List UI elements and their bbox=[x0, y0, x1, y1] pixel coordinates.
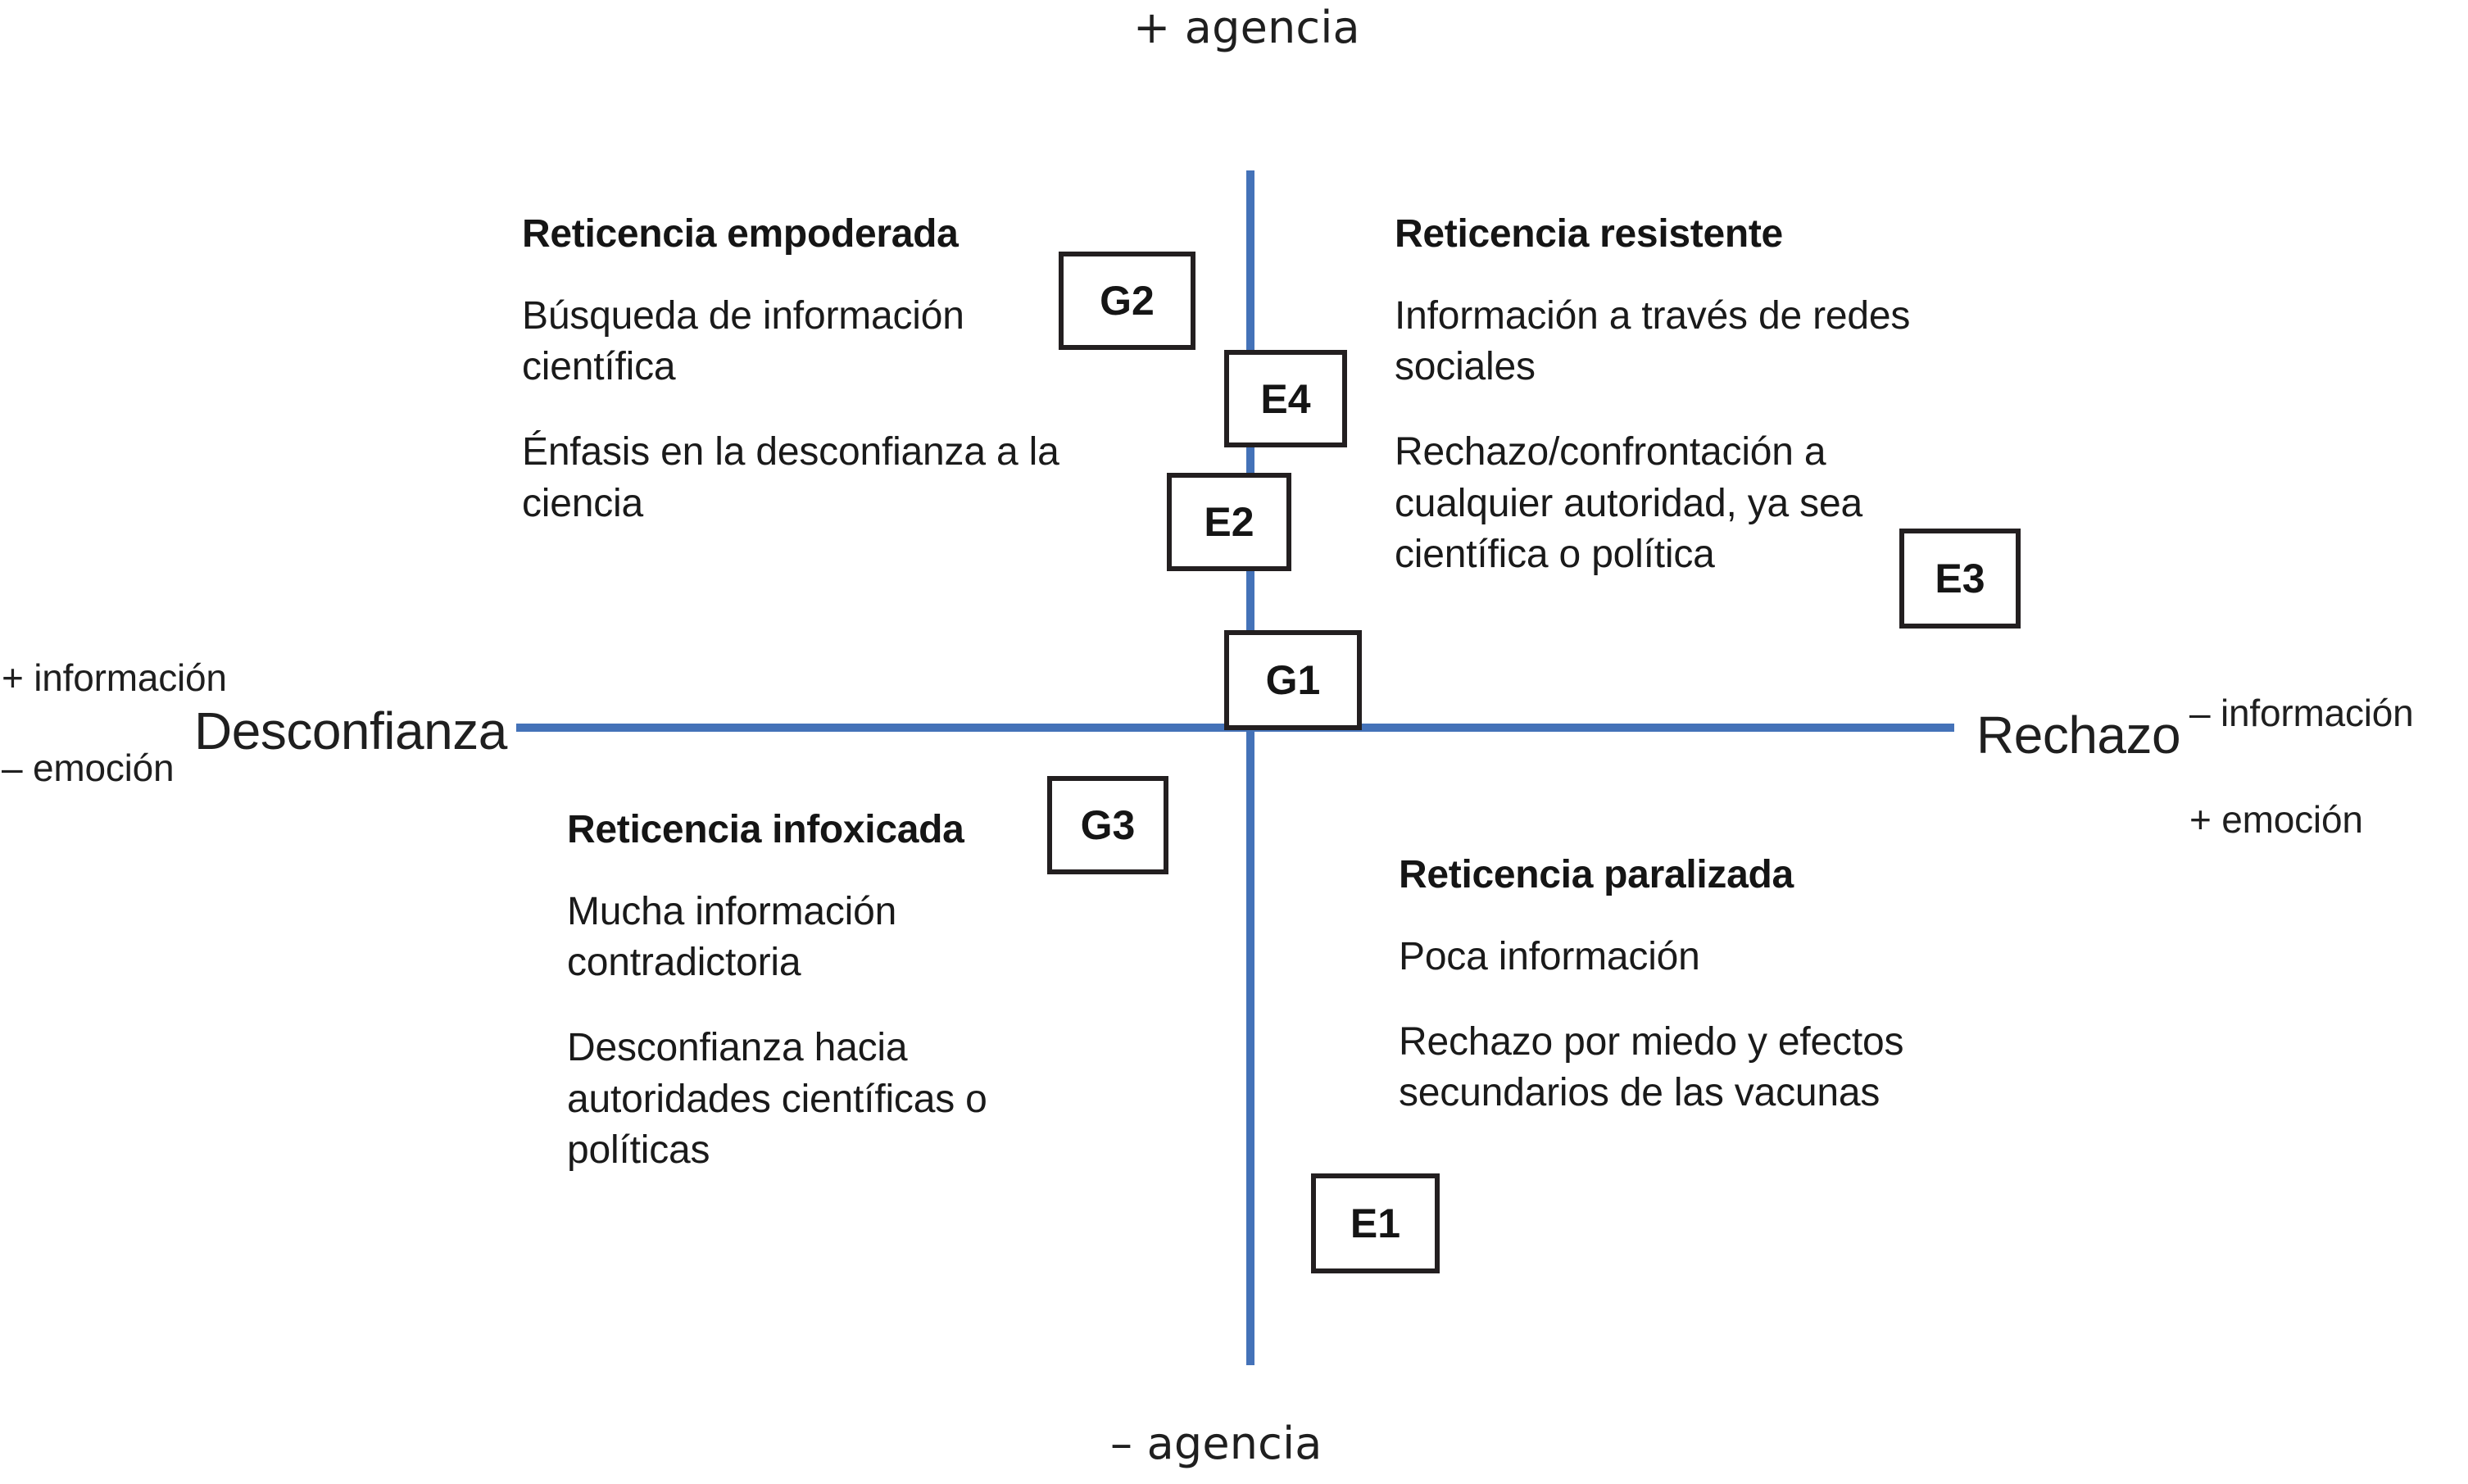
code-box-g1[interactable]: G1 bbox=[1224, 630, 1362, 730]
code-box-g3[interactable]: G3 bbox=[1047, 776, 1168, 874]
quadrant-title: Reticencia infoxicada bbox=[567, 808, 964, 851]
axis-name-right: Rechazo bbox=[1976, 706, 2181, 765]
code-box-e3[interactable]: E3 bbox=[1899, 529, 2021, 629]
quadrant-title: Reticencia empoderada bbox=[522, 212, 959, 256]
annotation-left-bottom: – emoción bbox=[2, 747, 175, 789]
code-box-label: E2 bbox=[1204, 499, 1254, 545]
quadrant-title: Reticencia paralizada bbox=[1399, 853, 1794, 896]
annotation-right-top: – información bbox=[2189, 692, 2414, 734]
annotation-right-bottom: + emoción bbox=[2189, 798, 2363, 841]
vertical-axis-line bbox=[1246, 170, 1254, 1365]
quadrant-top-left: Reticencia empoderada Búsqueda de inform… bbox=[522, 211, 1128, 529]
code-box-g2[interactable]: G2 bbox=[1059, 252, 1195, 350]
code-box-label: G1 bbox=[1265, 657, 1321, 703]
quadrant-line: Poca información bbox=[1399, 934, 1700, 978]
quadrant-bottom-right: Reticencia paralizada Poca información R… bbox=[1399, 852, 2021, 1119]
code-box-label: E1 bbox=[1350, 1200, 1401, 1246]
code-box-e2[interactable]: E2 bbox=[1167, 473, 1291, 571]
code-box-label: G3 bbox=[1080, 802, 1136, 848]
code-box-label: E4 bbox=[1260, 375, 1311, 422]
code-box-label: E3 bbox=[1935, 556, 1985, 601]
annotation-left-top: + información bbox=[2, 656, 227, 699]
code-box-label: G2 bbox=[1100, 278, 1155, 324]
quadrant-title: Reticencia resistente bbox=[1395, 212, 1783, 256]
axis-name-left: Desconfianza bbox=[194, 701, 507, 760]
quadrant-top-right: Reticencia resistente Información a trav… bbox=[1395, 211, 2017, 581]
code-box-e1[interactable]: E1 bbox=[1311, 1173, 1440, 1273]
pole-label-bottom: – agencia bbox=[1110, 1418, 1322, 1469]
pole-label-top: + agencia bbox=[1133, 2, 1360, 53]
code-box-e4[interactable]: E4 bbox=[1224, 350, 1347, 447]
